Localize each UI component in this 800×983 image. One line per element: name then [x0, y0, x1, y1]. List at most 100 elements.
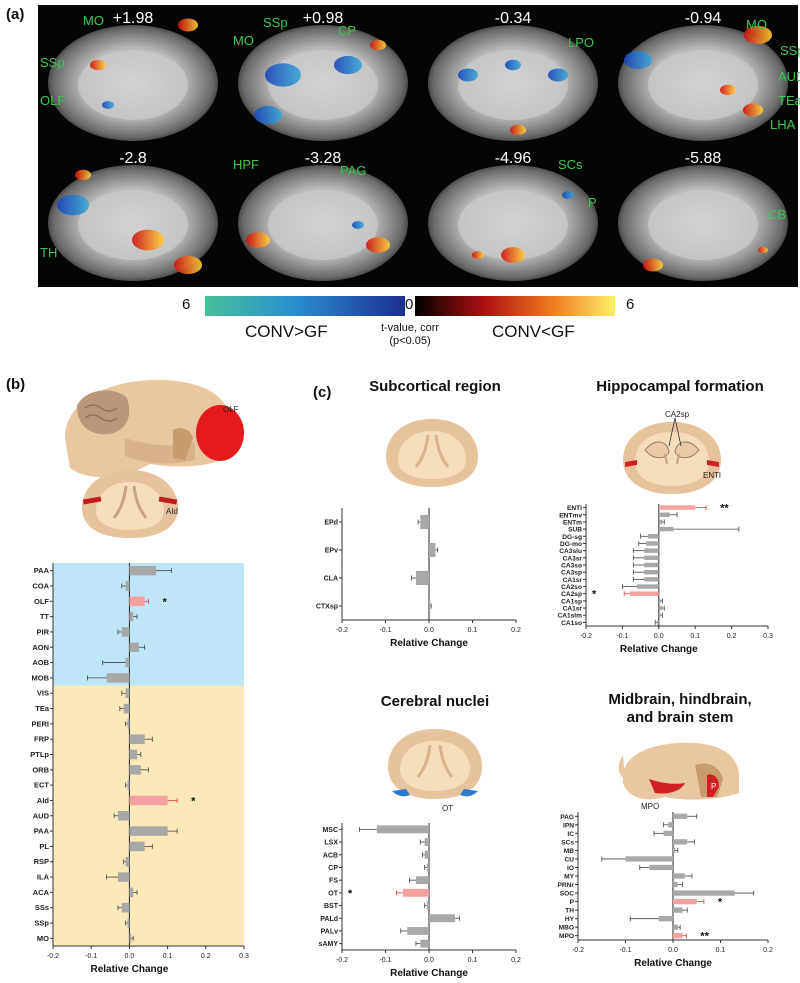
- category-label: ENTmv: [559, 512, 582, 519]
- mri-slice-inner: [648, 50, 758, 120]
- activation-hot: [510, 124, 526, 136]
- bar-dg-mo: [646, 541, 659, 546]
- bar-sss: [121, 902, 130, 913]
- bar-ot: [402, 888, 429, 897]
- bar-my: [673, 873, 685, 879]
- region-label: AUD: [778, 69, 800, 84]
- category-label: MPO: [559, 933, 574, 940]
- bar-ca2so: [636, 584, 659, 589]
- category-label: SUB: [568, 527, 582, 534]
- category-label: SSp: [34, 919, 49, 928]
- slice-coordinate: -2.8: [119, 150, 147, 167]
- bar-fs: [415, 876, 429, 885]
- category-label: TH: [565, 908, 574, 915]
- bar-paa: [129, 565, 157, 576]
- x-tick-label: 0.1: [468, 957, 478, 964]
- bar-ca1sp: [658, 598, 661, 604]
- x-axis-label: Relative Change: [634, 958, 712, 969]
- x-tick-label: -0.1: [379, 957, 391, 964]
- slice-coordinate: +1.98: [113, 10, 154, 27]
- hpf-entl-label: ENTl: [703, 471, 721, 480]
- subcortical-title: Subcortical region: [369, 378, 501, 395]
- activation-hot: [246, 232, 270, 248]
- region-label: TEa: [778, 93, 800, 108]
- sagittal-brain-schematic: OLF: [65, 379, 244, 478]
- coronal-aid-label: AId: [166, 507, 178, 516]
- group-background-olfactory: [53, 563, 244, 686]
- bar-vis: [125, 688, 130, 698]
- bar-entmv: [658, 512, 670, 517]
- bar-lsx: [424, 838, 429, 846]
- significance-marker: *: [348, 888, 353, 900]
- category-label: MOB: [32, 673, 50, 682]
- mb-p-label: P: [711, 782, 716, 791]
- category-label: ENTm: [563, 519, 582, 526]
- category-label: EPv: [325, 548, 338, 555]
- category-label: sAMY: [319, 941, 339, 948]
- activation-hot: [744, 25, 772, 45]
- activation-cool: [334, 55, 362, 75]
- x-tick-label: 0.1: [163, 953, 173, 960]
- category-label: MSC: [322, 827, 338, 834]
- category-label: CP: [328, 865, 338, 872]
- category-label: PAA: [34, 566, 50, 575]
- bar-ila: [117, 872, 130, 882]
- bar-ca1so: [656, 620, 659, 625]
- category-label: ECT: [34, 781, 49, 790]
- bar-ca1slm: [658, 613, 661, 618]
- significance-marker: *: [191, 795, 196, 807]
- bar-mob: [106, 673, 130, 683]
- category-label: MB: [564, 848, 574, 855]
- category-label: ENTl: [567, 505, 582, 512]
- region-label: LHA: [770, 117, 796, 132]
- activation-cool: [57, 194, 89, 216]
- category-label: PTLp: [30, 750, 49, 759]
- bar-mo: [129, 933, 132, 944]
- category-label: MBO: [559, 925, 574, 932]
- x-tick-label: -0.2: [580, 633, 592, 640]
- x-tick-label: -0.1: [619, 947, 631, 954]
- mb-mpo-label: MPO: [641, 802, 659, 811]
- sagittal-olf-label: OLF: [223, 405, 239, 414]
- panel-a-letter: (a): [6, 6, 25, 23]
- x-tick-label: -0.2: [572, 947, 584, 954]
- category-label: CA3slu: [559, 548, 582, 555]
- slice-coordinate: -0.94: [685, 10, 722, 27]
- bar-pl: [129, 841, 145, 852]
- activation-cool: [624, 50, 652, 70]
- category-label: PAA: [34, 827, 50, 836]
- category-label: PRNr: [558, 882, 575, 889]
- category-label: CA2so: [561, 584, 582, 591]
- category-label: PALv: [321, 928, 338, 935]
- bar-cla: [415, 571, 429, 585]
- bar-ect: [127, 780, 130, 790]
- bar-io: [649, 864, 673, 871]
- activation-hot: [758, 246, 768, 254]
- bar-mb: [673, 847, 676, 854]
- category-label: ILA: [37, 873, 50, 882]
- bar-ssp: [127, 918, 130, 928]
- midbrain-title: Midbrain, hindbrain, and brain stem: [565, 691, 795, 727]
- coronal-brain-schematic: AId: [82, 470, 178, 538]
- x-tick-label: 0.2: [201, 953, 211, 960]
- category-label: IC: [567, 831, 574, 838]
- activation-cool: [265, 63, 301, 87]
- category-label: IPN: [563, 822, 574, 829]
- x-axis-label: Relative Change: [620, 644, 698, 655]
- activation-cool: [102, 101, 114, 109]
- midbrain-brain-schematic: P MPO: [618, 742, 739, 811]
- cerebral-nuclei-brain-schematic: OT: [388, 729, 482, 813]
- x-tick-label: -0.1: [85, 953, 97, 960]
- category-label: AId: [37, 796, 50, 805]
- significance-marker: **: [700, 931, 709, 943]
- activation-hot: [366, 237, 390, 253]
- colorbar-center-line1: t-value, corr: [380, 322, 440, 334]
- subcortical-brain-schematic: [386, 419, 478, 487]
- bar-pald: [429, 914, 456, 923]
- bar-entl: [658, 505, 696, 510]
- mri-slice-4: -0.94MOSSpAUDTEaLHA: [618, 10, 800, 141]
